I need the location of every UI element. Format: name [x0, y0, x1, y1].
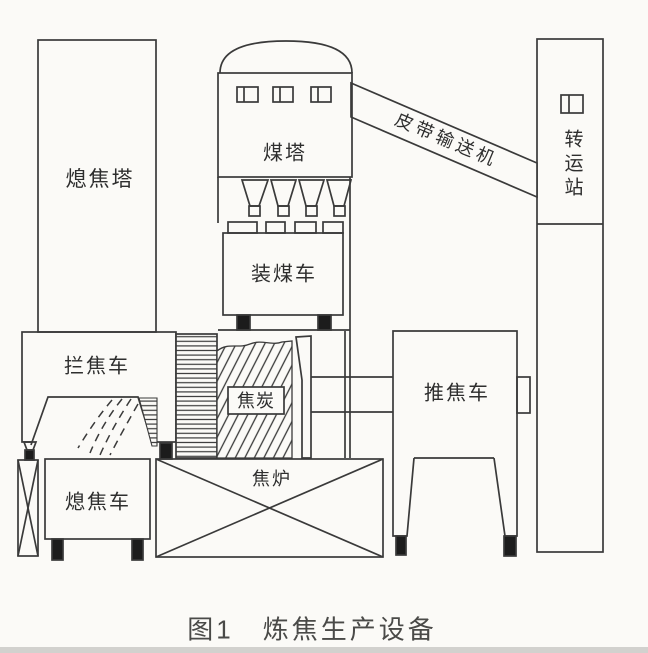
coke-label: 焦炭	[237, 391, 275, 411]
guide-car-foot	[159, 442, 173, 460]
ladder-column-structure	[175, 333, 218, 459]
coke-oven-label: 焦炉	[252, 469, 292, 489]
pusher-car-structure	[311, 330, 531, 557]
transfer-station-structure	[536, 38, 604, 553]
quench-car-leg	[51, 538, 64, 561]
falling-coke-dashes	[77, 398, 139, 456]
transfer-station-label: 转运站	[561, 129, 583, 201]
chute-stairs	[138, 397, 158, 447]
coal-tower-label: 煤塔	[263, 142, 307, 165]
hopper	[297, 179, 326, 207]
quench-car-structure	[44, 458, 151, 561]
charging-car-wheel	[317, 314, 332, 331]
pusher-side-box	[516, 376, 531, 414]
coke-guide-car-label: 拦焦车	[64, 355, 130, 378]
coal-tower-window-icon	[272, 86, 294, 103]
coke-pile-structure	[216, 340, 293, 459]
coal-tower-window-icon	[310, 86, 332, 103]
charging-car-label: 装煤车	[251, 263, 317, 286]
pusher-car-label: 推焦车	[424, 382, 490, 405]
coal-tower-window-icon	[236, 86, 259, 103]
oven-door-post	[295, 335, 312, 459]
page-edge-strip	[0, 647, 648, 653]
transfer-station-window-icon	[560, 94, 584, 114]
charging-car-wheel	[236, 314, 251, 331]
pusher-foot	[395, 535, 407, 556]
hopper	[325, 179, 353, 207]
braced-column-structure	[17, 459, 39, 557]
pusher-leg	[392, 457, 415, 537]
quench-car-label: 熄焦车	[65, 491, 131, 514]
quench-tower-label: 熄焦塔	[65, 168, 135, 191]
coke-label-box	[227, 386, 285, 415]
hopper	[269, 179, 298, 207]
quench-car-leg	[131, 538, 144, 561]
belt-conveyor-structure	[350, 81, 538, 199]
guide-car-foot	[24, 449, 35, 461]
hopper	[240, 179, 270, 207]
charging-car-structure	[218, 221, 350, 331]
figure-caption: 图1 炼焦生产设备	[187, 614, 437, 645]
coke-oven-structure	[155, 458, 384, 558]
pusher-foot	[503, 535, 517, 557]
pusher-leg	[493, 457, 518, 537]
